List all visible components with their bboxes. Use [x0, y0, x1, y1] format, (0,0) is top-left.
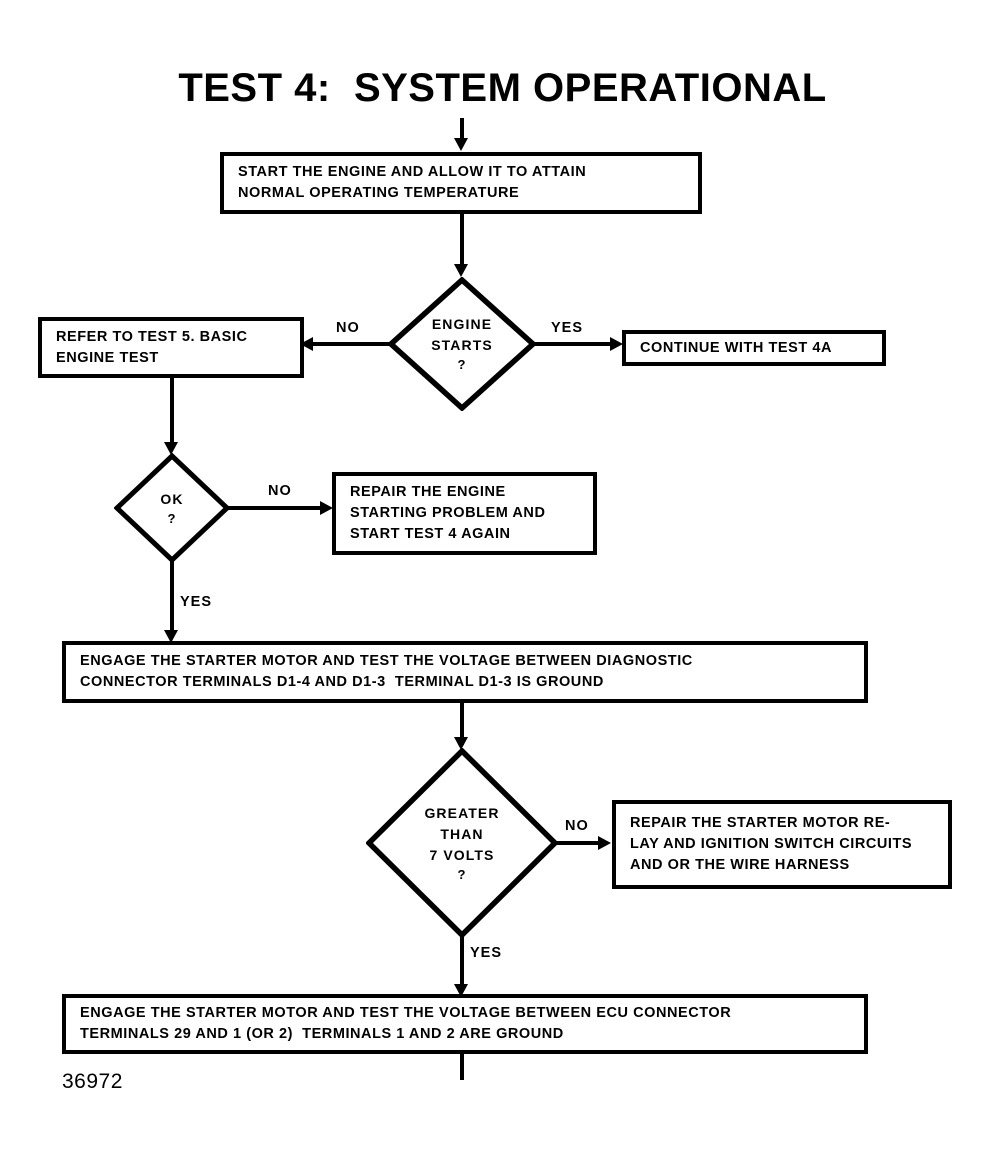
node-repair-relay-line-2: LAY AND IGNITION SWITCH CIRCUITS — [630, 836, 913, 852]
node-refer-test5-line-2: ENGINE TEST — [56, 349, 159, 366]
connector-volts-no — [552, 841, 602, 845]
branch-label-ok-yes: YES — [180, 594, 213, 610]
node-repair-engine: REPAIR THE ENGINE STARTING PROBLEM AND S… — [332, 472, 597, 555]
arrow-ok-no — [320, 501, 333, 515]
node-repair-engine-line-1: REPAIR THE ENGINE — [350, 484, 506, 500]
arrow-start-to-engine-starts — [454, 264, 468, 277]
node-repair-relay-line-1: REPAIR THE STARTER MOTOR RE- — [630, 815, 891, 831]
connector-start-to-engine-starts — [460, 214, 464, 266]
node-refer-test5: REFER TO TEST 5. BASIC ENGINE TEST — [38, 317, 304, 378]
node-start-engine: START THE ENGINE AND ALLOW IT TO ATTAIN … — [220, 152, 702, 214]
node-engage-starter-ecu-line-2: TERMINALS 29 AND 1 (OR 2) TERMINALS 1 AN… — [80, 1026, 564, 1042]
node-continue-test4a: CONTINUE WITH TEST 4A — [622, 330, 886, 366]
connector-refer-test5-to-ok — [170, 378, 174, 444]
node-engage-starter-ecu-line-1: ENGAGE THE STARTER MOTOR AND TEST THE VO… — [80, 1005, 732, 1021]
branch-label-volts-no: NO — [565, 818, 589, 834]
branch-label-engine-starts-yes: YES — [551, 320, 584, 336]
connector-volts-yes — [460, 934, 464, 990]
figure-number: 36972 — [62, 1070, 123, 1093]
node-engage-starter-ecu: ENGAGE THE STARTER MOTOR AND TEST THE VO… — [62, 994, 868, 1054]
arrow-volts-no — [598, 836, 611, 850]
node-engage-starter-diag-line-2: CONNECTOR TERMINALS D1-4 AND D1-3 TERMIN… — [80, 674, 604, 690]
node-repair-engine-line-2: STARTING PROBLEM AND — [350, 505, 546, 521]
branch-label-engine-starts-no: NO — [336, 320, 360, 336]
node-ok-check: OK ? — [114, 453, 230, 563]
arrow-entry-to-start-engine — [454, 138, 468, 151]
arrow-refer-test5-to-ok — [164, 442, 178, 455]
node-repair-relay: REPAIR THE STARTER MOTOR RE- LAY AND IGN… — [612, 800, 952, 889]
node-refer-test5-line-1: REFER TO TEST 5. BASIC — [56, 328, 248, 345]
branch-label-ok-no: NO — [268, 483, 292, 499]
branch-label-volts-yes: YES — [470, 945, 503, 961]
arrow-engine-starts-yes — [610, 337, 623, 351]
node-engage-starter-diag-line-1: ENGAGE THE STARTER MOTOR AND TEST THE VO… — [80, 653, 693, 669]
node-repair-relay-line-3: AND OR THE WIRE HARNESS — [630, 857, 850, 873]
connector-exit-line — [460, 1054, 464, 1080]
ok-check-diamond-shape — [114, 453, 230, 563]
connector-engage-diag-to-volts — [460, 703, 464, 745]
node-engage-starter-diag: ENGAGE THE STARTER MOTOR AND TEST THE VO… — [62, 641, 868, 703]
connector-ok-yes — [170, 560, 174, 636]
connector-engine-starts-no — [312, 342, 392, 346]
node-repair-engine-line-3: START TEST 4 AGAIN — [350, 526, 511, 542]
engine-starts-diamond-shape — [388, 277, 536, 411]
connector-entry-line — [460, 118, 464, 140]
greater-7-volts-diamond-shape — [366, 748, 558, 938]
arrow-ok-yes — [164, 630, 178, 643]
node-greater-7-volts: GREATER THAN 7 VOLTS ? — [366, 748, 558, 938]
node-continue-test4a-line-1: CONTINUE WITH TEST 4A — [640, 339, 832, 356]
node-start-engine-line-2: NORMAL OPERATING TEMPERATURE — [238, 185, 520, 201]
node-start-engine-line-1: START THE ENGINE AND ALLOW IT TO ATTAIN — [238, 164, 587, 180]
arrow-engage-diag-to-volts — [454, 737, 468, 750]
connector-ok-no — [226, 506, 324, 510]
connector-engine-starts-yes — [532, 342, 614, 346]
arrow-volts-yes — [454, 984, 468, 997]
node-engine-starts: ENGINE STARTS ? — [388, 277, 536, 411]
page-title: TEST 4: SYSTEM OPERATIONAL — [178, 66, 827, 110]
